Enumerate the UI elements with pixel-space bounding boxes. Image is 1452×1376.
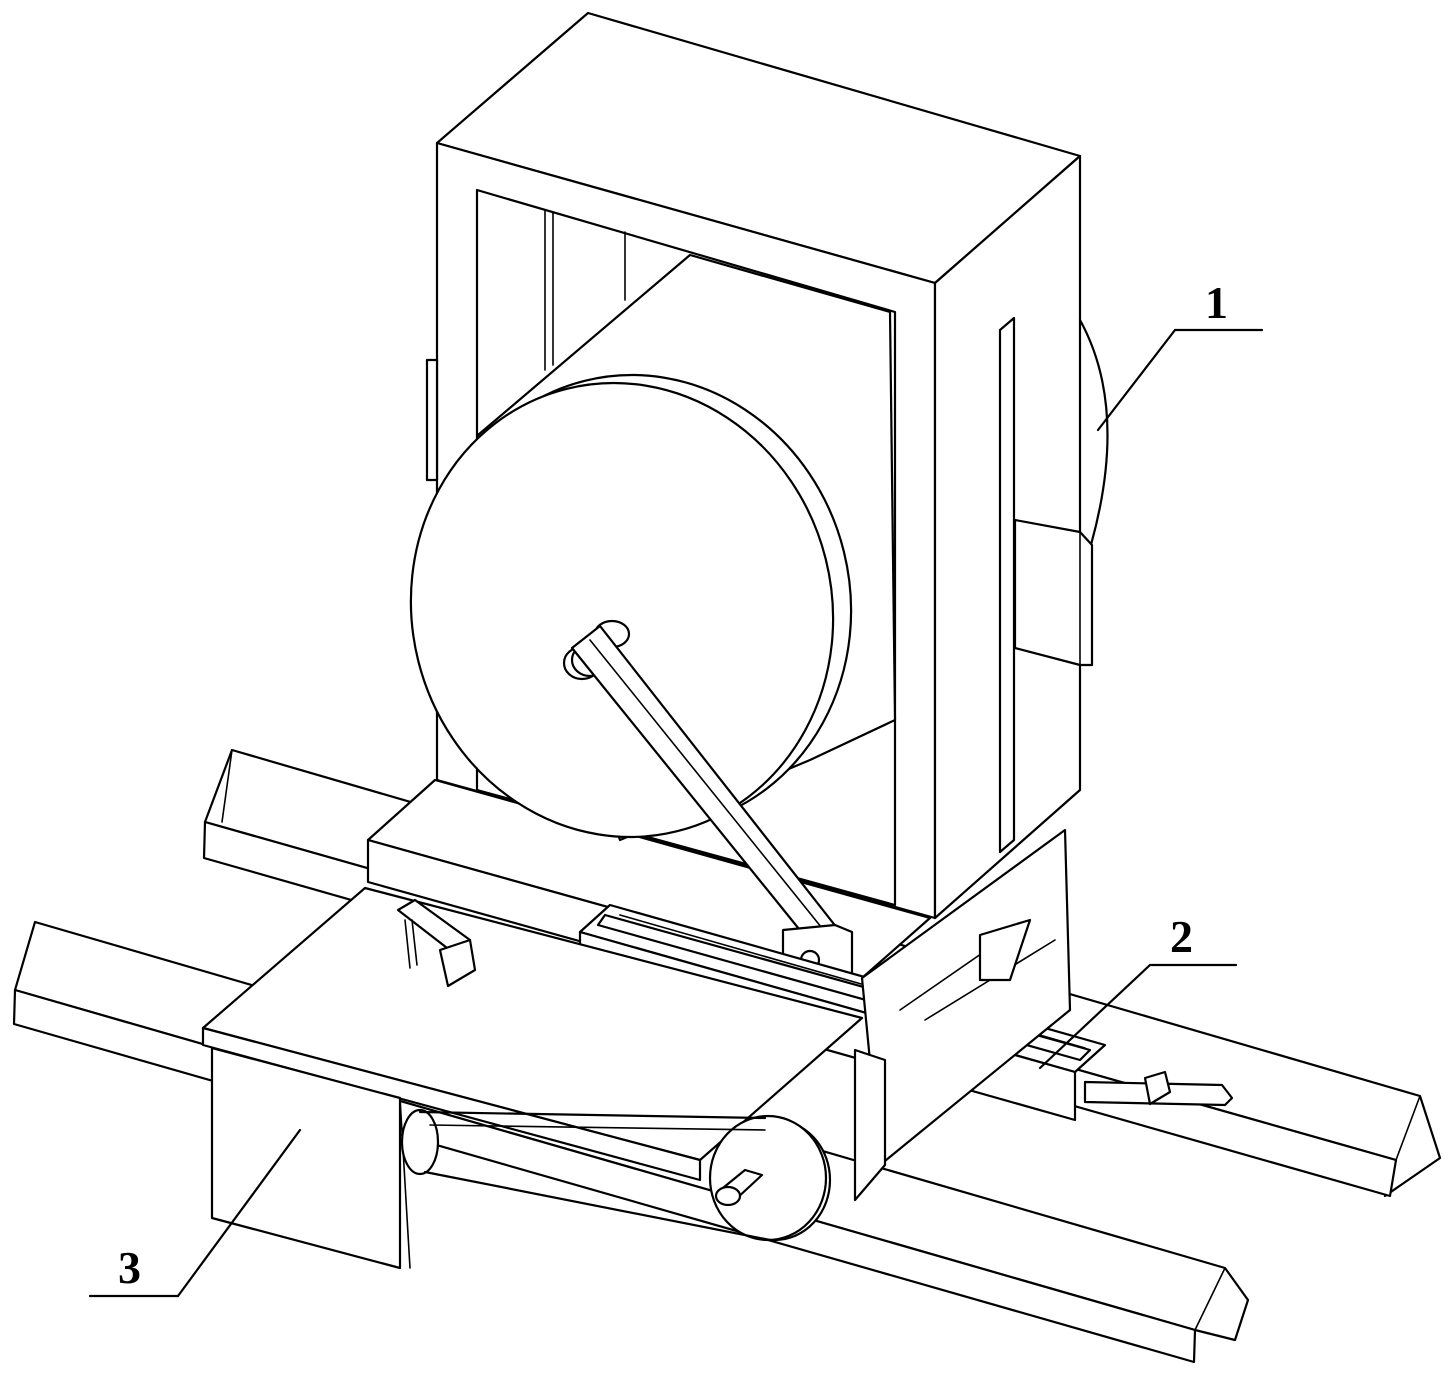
callout-3: 3 (118, 1242, 141, 1293)
leader-lines (88, 328, 1264, 1298)
drum-reel (409, 253, 897, 842)
callout-1: 1 (1205, 277, 1228, 328)
brace (860, 828, 1072, 1167)
cutting-table (201, 886, 887, 1270)
leader-1 (1096, 328, 1177, 432)
leader-3 (176, 1128, 302, 1298)
callout-2: 2 (1170, 911, 1193, 962)
leader-2 (1038, 963, 1152, 1070)
